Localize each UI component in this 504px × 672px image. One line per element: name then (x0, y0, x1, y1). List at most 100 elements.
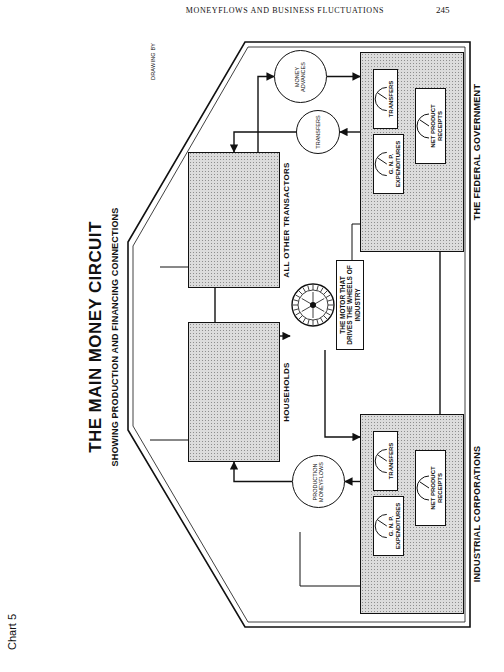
wheel-tooth (303, 288, 306, 292)
page-number: 245 (436, 5, 466, 15)
meter-box: NET PRODUCT RECEIPTS (415, 88, 446, 164)
sector-name: THE FEDERAL GOVERNMENT (472, 81, 482, 223)
sector-name: INDUSTRIAL CORPORATIONS (472, 443, 482, 586)
sector-heading: HOUSEHOLDS (282, 359, 291, 424)
meter-text: TRANSFERS (388, 432, 397, 490)
wheel-tooth (324, 316, 328, 320)
gauge-label: MONEY ADVANCES (294, 57, 307, 97)
wheel-tooth (299, 316, 303, 320)
motor-caption: THE MOTOR THAT DRIVES THE WHEELS OF INDU… (336, 260, 364, 350)
wheel-ring (298, 290, 328, 320)
flow-gauge: PRODUCTION MONEYFLOWS (292, 456, 345, 509)
dial-arc (417, 476, 429, 500)
money-wire (439, 252, 440, 414)
meter-dial (374, 432, 388, 490)
chart-title: THE MAIN MONEY CIRCUIT (86, 152, 106, 522)
wheel-tooth (313, 320, 314, 325)
wheel-tooth (299, 291, 303, 295)
wheel-tooth (324, 291, 328, 295)
meter-box: TRANSFERS (373, 69, 398, 129)
dial-arc (417, 114, 429, 138)
meter-dial (374, 497, 388, 555)
wheel-tooth (303, 318, 306, 322)
meter-text: G. N. P. EXPENDITURES (388, 497, 403, 555)
wheel-tooth (313, 285, 314, 290)
flow-gauge: TRANSFERS (296, 110, 340, 154)
wheel-tooth (308, 286, 309, 291)
money-wire (327, 76, 360, 77)
meter-label: TRANSFERS (388, 72, 395, 126)
meter-box: TRANSFERS (373, 431, 398, 491)
meter-label: NET PRODUCT RECEIPTS (430, 91, 443, 161)
money-wire (280, 335, 290, 336)
money-wire (234, 132, 296, 152)
dial-arc (375, 449, 387, 472)
sector-name: ALL OTHER TRANSACTORS (282, 159, 291, 280)
money-wire (234, 462, 292, 482)
dial-needle (420, 120, 429, 126)
sector-heading: THE FEDERAL GOVERNMENT (472, 81, 482, 223)
money-wire (214, 288, 215, 322)
wheel-tooth (321, 318, 324, 322)
running-head: MONEYFLOWS AND BUSINESS FLUCTUATIONS (150, 6, 420, 15)
wheel-tooth (308, 319, 309, 324)
wheel-tooth (296, 295, 300, 298)
meter-dial (374, 70, 388, 128)
dial-needle (378, 158, 387, 164)
dial-needle (378, 93, 387, 99)
meter-text: TRANSFERS (388, 70, 397, 128)
wheel-tooth (328, 305, 333, 306)
wheel-tooth (326, 295, 330, 298)
gauge-text: TRANSFERS (315, 115, 321, 148)
wheel-tooth (327, 300, 332, 301)
sector-panel: HOUSEHOLDS (188, 322, 280, 462)
sector-heading: ALL OTHER TRANSACTORS (282, 159, 291, 280)
meter-box: G. N. P. EXPENDITURES (373, 496, 404, 556)
drawing-credit: DRAWING BY (150, 43, 156, 80)
meter-dial (374, 135, 388, 193)
wheel-tooth (317, 286, 318, 291)
gauge-text: MONEY ADVANCES (294, 57, 307, 97)
wheel-tooth (321, 288, 324, 292)
meter-label: G. N. P. EXPENDITURES (388, 137, 401, 191)
dial-needle (378, 520, 387, 526)
gauge-label: TRANSFERS (315, 115, 321, 148)
money-wire (325, 350, 360, 437)
gauge-label: PRODUCTION MONEYFLOWS (312, 462, 325, 502)
meter-label: TRANSFERS (388, 434, 395, 488)
chart-number: Chart 5 (6, 614, 19, 650)
meter-text: NET PRODUCT RECEIPTS (430, 89, 445, 163)
meter-dial (416, 89, 430, 163)
sector-panel: ALL OTHER TRANSACTORS (188, 152, 280, 288)
dial-arc (375, 87, 387, 110)
meter-text: G. N. P. EXPENDITURES (388, 135, 403, 193)
motor-label: THE MOTOR THAT DRIVES THE WHEELS OF INDU… (339, 264, 361, 346)
wheel-tooth (294, 309, 299, 310)
wheel-tooth (294, 300, 299, 301)
wheel-tooth (327, 309, 332, 310)
frame-outer (128, 42, 470, 627)
wheel-tooth (293, 305, 298, 306)
wheel-tooth (296, 313, 300, 316)
money-wire (340, 131, 360, 132)
motor-wheel (290, 260, 336, 350)
flow-gauge: MONEY ADVANCES (274, 51, 327, 104)
sector-name: HOUSEHOLDS (282, 359, 291, 424)
money-wire (345, 481, 360, 482)
meter-label: NET PRODUCT RECEIPTS (430, 453, 443, 523)
motor-dial: THE MOTOR THAT DRIVES THE WHEELS OF INDU… (290, 260, 364, 350)
sector-panel: THE FEDERAL GOVERNMENTG. N. P. EXPENDITU… (360, 52, 464, 252)
machine-frame (128, 42, 470, 627)
meter-box: NET PRODUCT RECEIPTS (415, 450, 446, 526)
wheel-tooth (326, 313, 330, 316)
dial-arc (375, 152, 387, 175)
gauge-text: PRODUCTION MONEYFLOWS (312, 462, 325, 502)
money-wire (258, 77, 274, 153)
chart-subtitle: SHOWING PRODUCTION AND FINANCING CONNECT… (110, 152, 120, 522)
wheel-rim (292, 284, 334, 326)
wheel-hub (310, 302, 316, 308)
wheel-tooth (317, 319, 318, 324)
dial-needle (378, 455, 387, 461)
